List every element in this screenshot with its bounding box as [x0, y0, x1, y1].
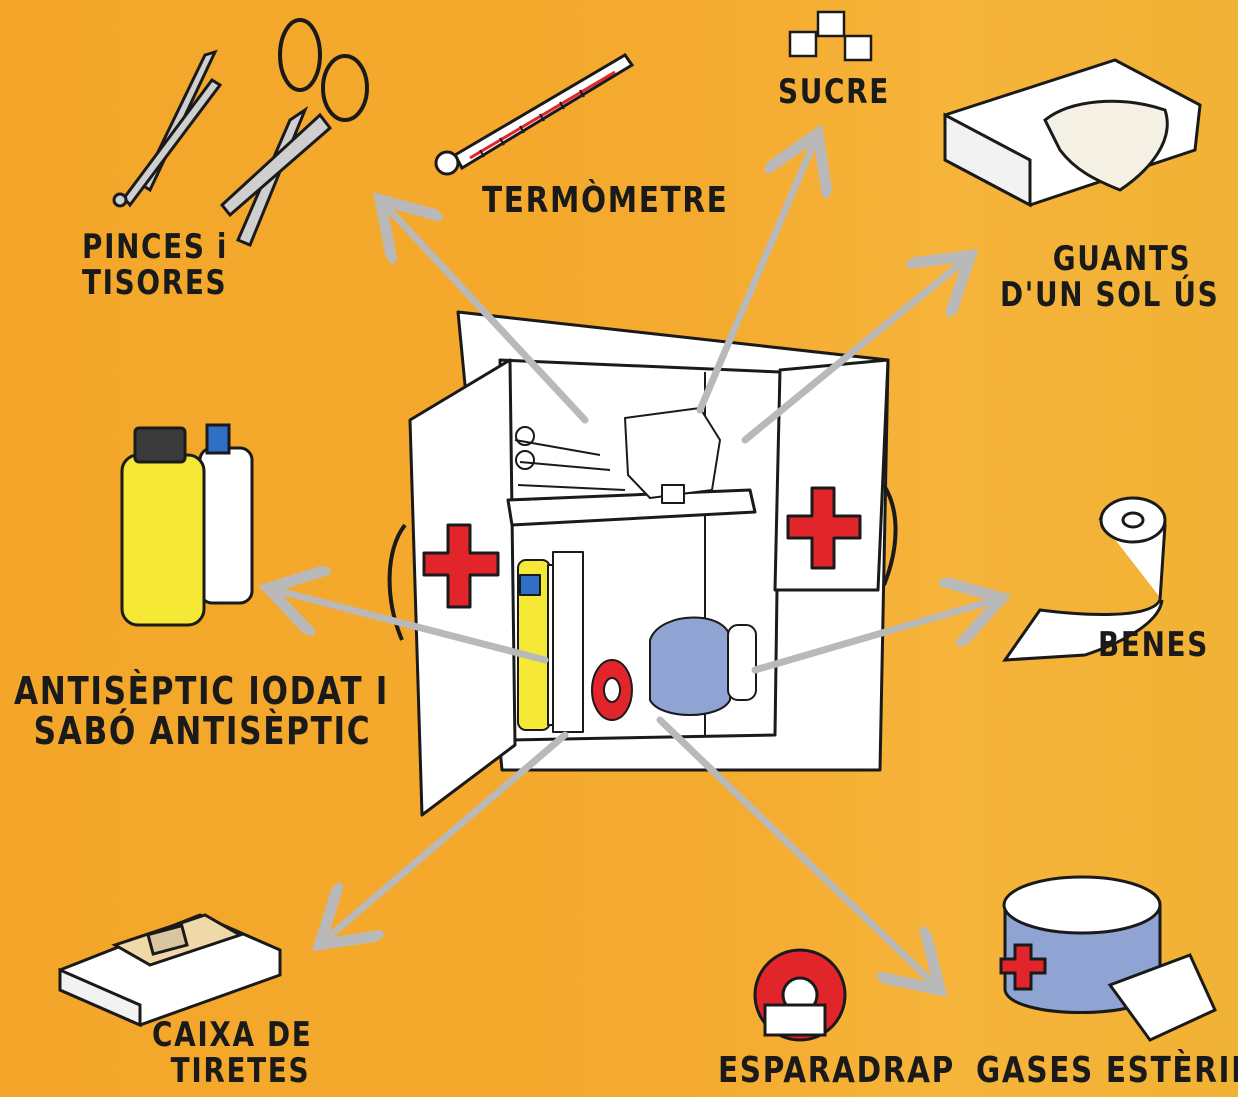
first-aid-cabinet: [390, 312, 896, 815]
scissors-tweezers-icon: [114, 20, 367, 245]
label-tiretes-line1: CAIXA DE: [152, 1018, 313, 1054]
label-benes: BENES: [1098, 628, 1209, 664]
label-termometre: TERMÒMETRE: [482, 182, 728, 220]
label-antiseptic-line2: SABÓ ANTISÈPTIC: [14, 712, 389, 752]
label-gases-esterils: GASES ESTÈRILS: [976, 1052, 1238, 1090]
bandaid-box-icon: [60, 915, 280, 1025]
label-guants-line2: D'UN SOL ÚS: [1000, 278, 1219, 314]
label-antiseptic: ANTISÈPTIC IODAT I SABÓ ANTISÈPTIC: [14, 672, 389, 752]
label-tiretes-line2: TIRETES: [152, 1054, 313, 1090]
label-sucre: SUCRE: [778, 75, 890, 111]
label-esparadrap: ESPARADRAP: [718, 1052, 955, 1090]
antiseptic-bottles-icon: [122, 425, 252, 625]
label-pinces-line1: PINCES i: [82, 230, 228, 266]
label-pinces-line2: TISORES: [82, 266, 228, 302]
sterile-gauze-icon: [1001, 877, 1215, 1040]
label-caixa-tiretes: CAIXA DE TIRETES: [152, 1018, 313, 1089]
label-guants: GUANTS D'UN SOL ÚS: [1000, 242, 1219, 313]
gloves-box-icon: [945, 60, 1200, 205]
label-antiseptic-line1: ANTISÈPTIC IODAT I: [14, 672, 389, 712]
thermometer-icon: [436, 55, 632, 174]
label-pinces-tisores: PINCES i TISORES: [82, 230, 228, 301]
sugar-cubes-icon: [790, 12, 871, 60]
adhesive-tape-icon: [755, 950, 845, 1040]
label-guants-line1: GUANTS: [1000, 242, 1219, 278]
